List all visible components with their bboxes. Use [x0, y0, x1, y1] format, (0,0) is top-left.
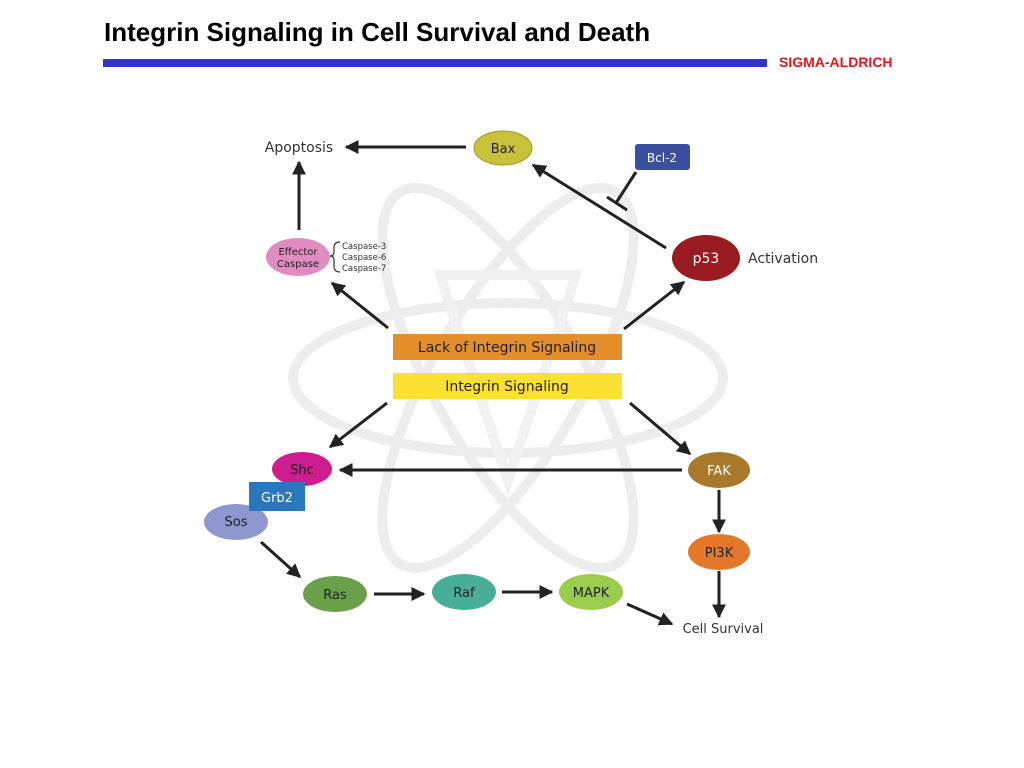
cell-survival-label: Cell Survival [683, 622, 764, 637]
fak-node: FAK [688, 452, 750, 488]
slide-title: Integrin Signaling in Cell Survival and … [104, 17, 651, 47]
arrow-lack-to-p53 [623, 280, 686, 331]
effector-caspase-line2: Caspase [277, 259, 319, 270]
arrow-lack-to-caspase [330, 281, 389, 330]
caspase-3-label: Caspase-3 [342, 242, 386, 252]
mapk-label: MAPK [573, 586, 610, 601]
effector-caspase-node: Effector Caspase [266, 238, 330, 276]
bax-node: Bax [473, 130, 533, 166]
lack-of-integrin-signaling-label: Lack of Integrin Signaling [418, 340, 596, 356]
fak-label: FAK [707, 464, 731, 479]
arrow-sos-to-ras [259, 540, 302, 579]
effector-caspase-line1: Effector [278, 247, 318, 258]
integrin-signaling-bar: Integrin Signaling [393, 373, 622, 399]
arrow-integrin-to-fak [629, 401, 692, 456]
sos-node: Sos [204, 504, 268, 540]
arrow-mapk-to-survival [626, 602, 674, 626]
raf-node: Raf [432, 574, 496, 610]
integrin-signaling-label: Integrin Signaling [445, 379, 569, 395]
bcl2-node: Bcl-2 [635, 144, 690, 170]
mapk-node: MAPK [559, 574, 623, 610]
lack-of-integrin-signaling-bar: Lack of Integrin Signaling [393, 334, 622, 360]
ras-label: Ras [323, 588, 347, 603]
shc-node: Shc [272, 452, 332, 486]
shc-label: Shc [290, 463, 314, 478]
pi3k-node: PI3K [688, 534, 750, 570]
pi3k-label: PI3K [705, 546, 734, 561]
title-rule [103, 59, 767, 67]
inhibit-bar-bcl2 [606, 195, 628, 212]
caspase-7-label: Caspase-7 [342, 264, 386, 274]
caspase-brace [329, 241, 341, 273]
arrow-integrin-to-shc [328, 401, 388, 449]
raf-label: Raf [453, 586, 475, 601]
ras-node: Ras [303, 576, 367, 612]
p53-node: p53 [672, 235, 740, 281]
bcl2-label: Bcl-2 [647, 151, 677, 165]
arrow-p53-to-bax [531, 163, 667, 250]
grb2-node: Grb2 [249, 482, 305, 511]
connectors [259, 140, 726, 626]
apoptosis-label: Apoptosis [265, 140, 333, 156]
p53-label: p53 [693, 251, 720, 267]
brand-logo-text: SIGMA-ALDRICH [779, 54, 893, 70]
bax-label: Bax [491, 142, 516, 157]
grb2-label: Grb2 [261, 491, 293, 506]
sos-label: Sos [225, 515, 248, 530]
activation-label: Activation [748, 251, 818, 267]
inhibit-line-bcl2 [614, 171, 638, 204]
caspase-6-label: Caspase-6 [342, 253, 386, 263]
